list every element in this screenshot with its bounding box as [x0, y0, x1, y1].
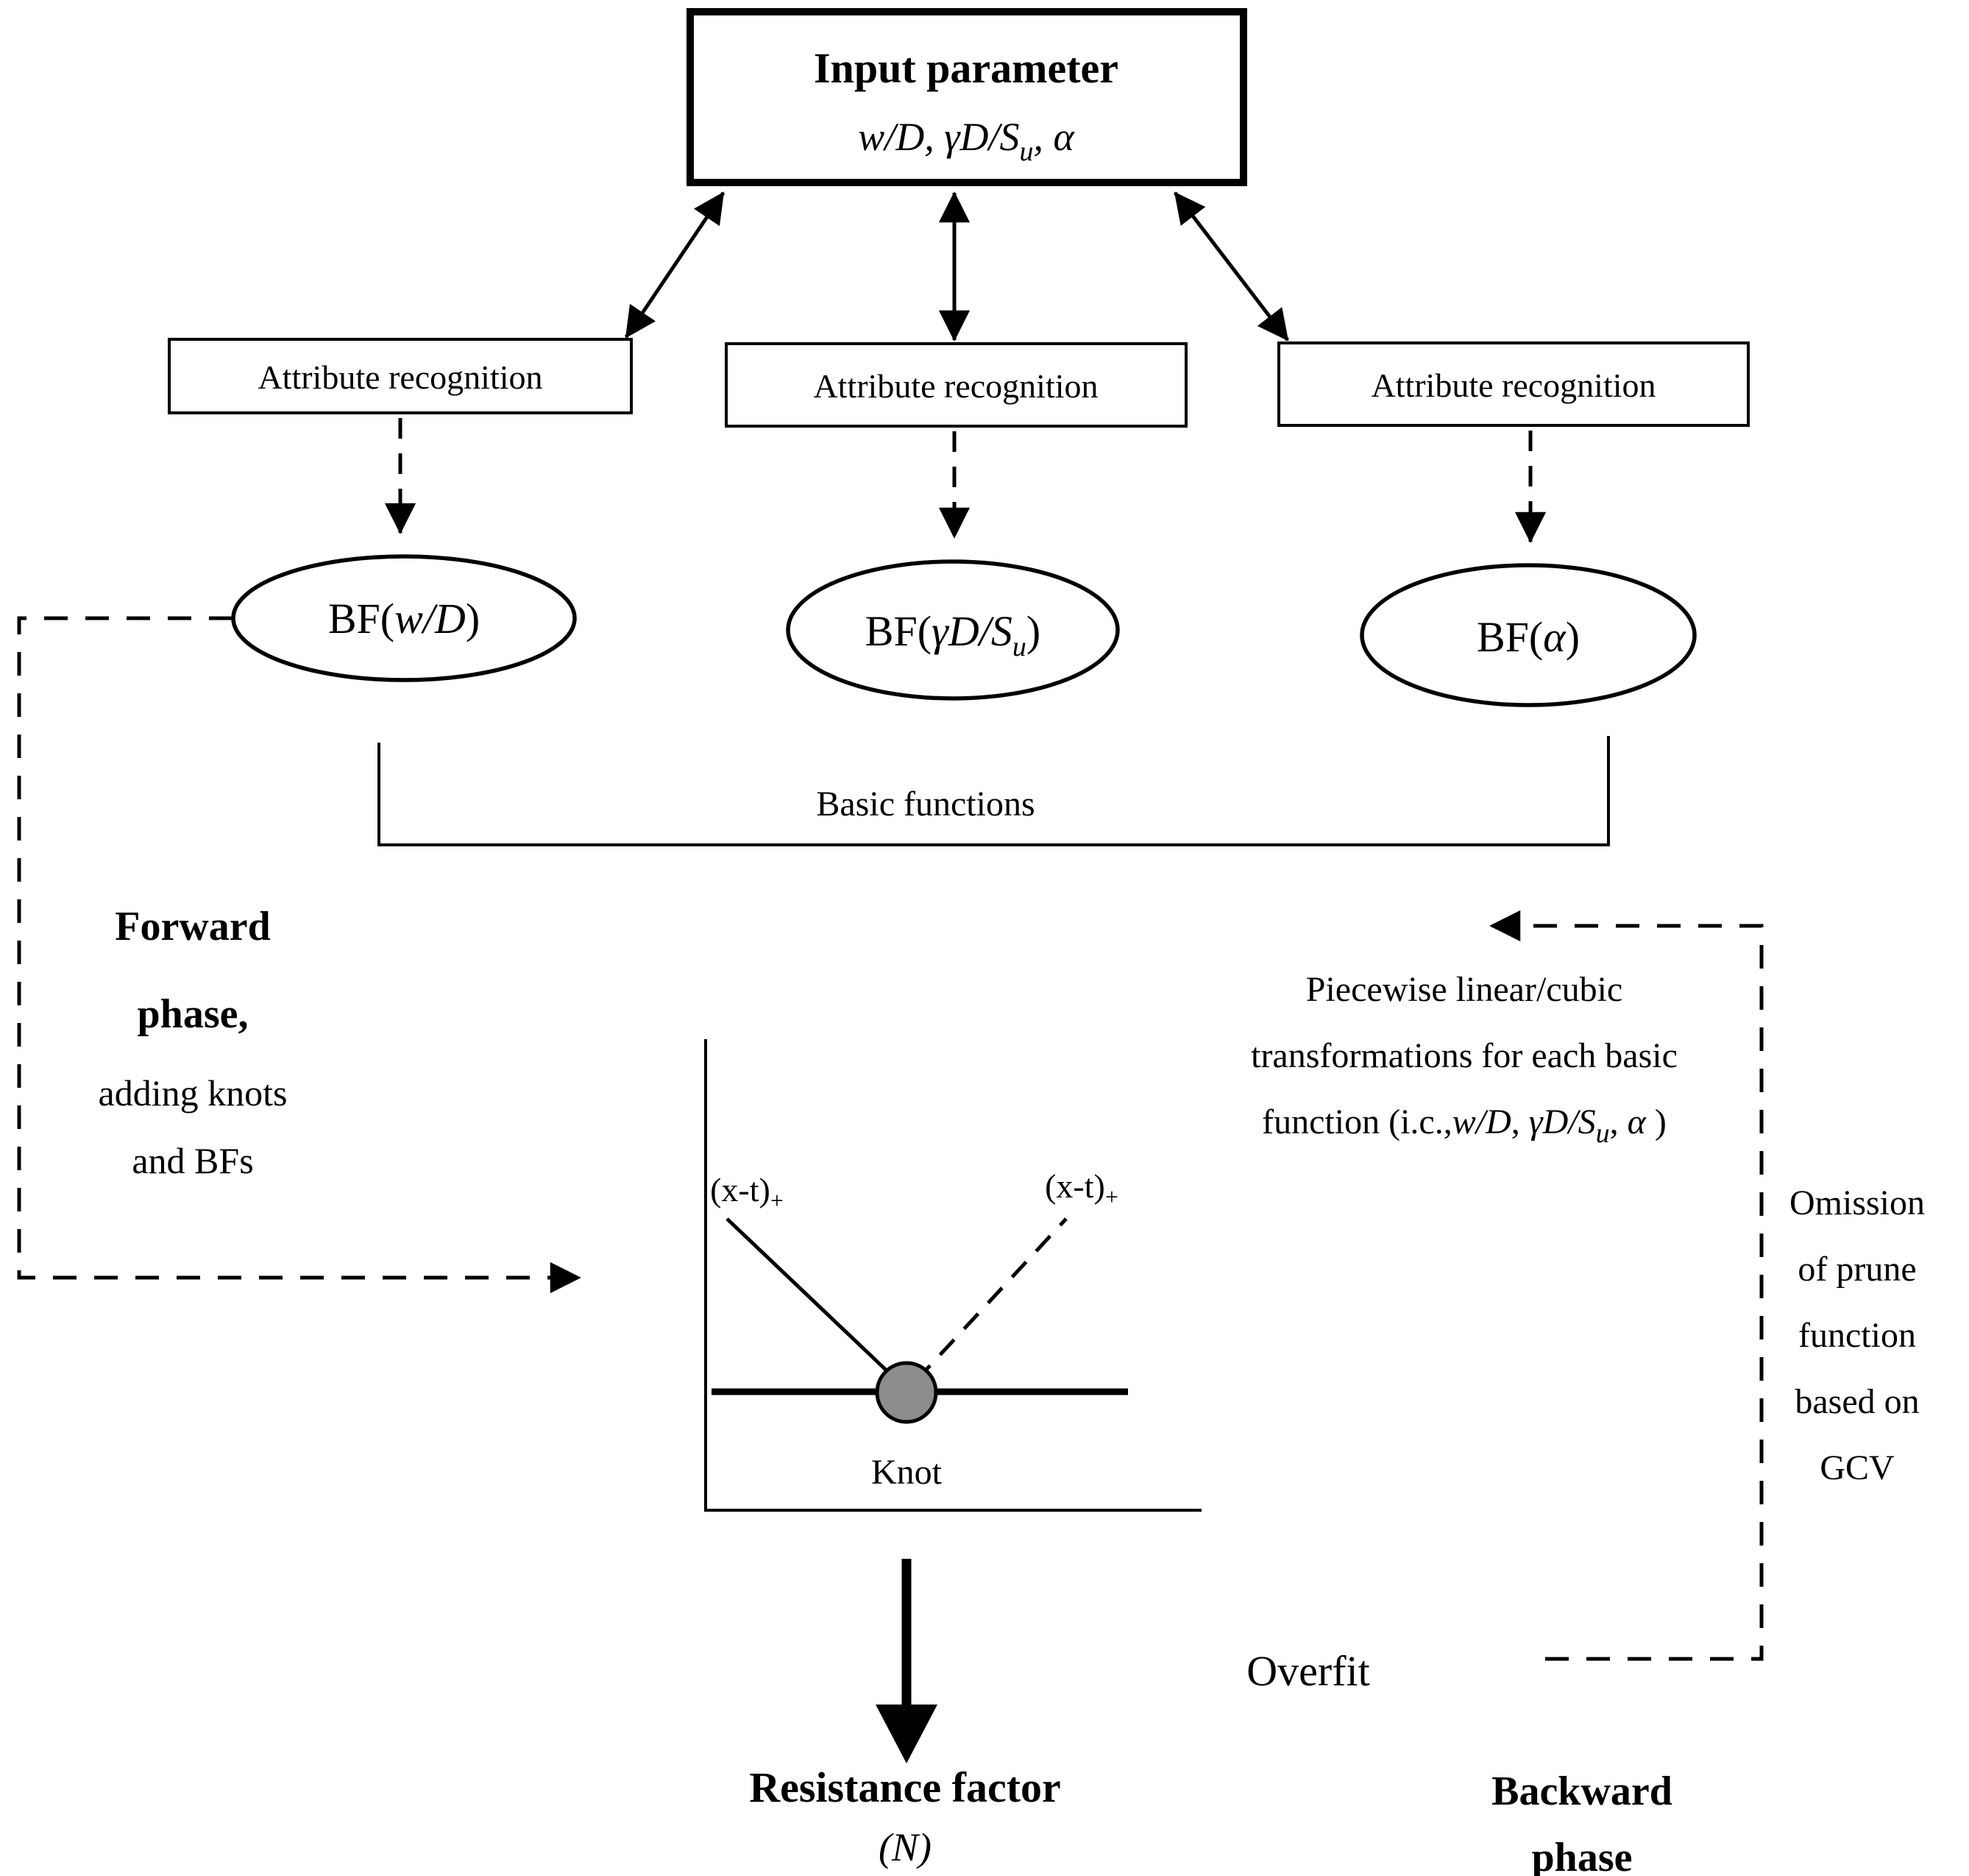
backward-phase-line1: Backward — [1491, 1769, 1672, 1814]
input-parameter-title: Input parameter — [814, 44, 1118, 92]
resistance-factor-symbol: (N) — [879, 1825, 932, 1869]
input-parameter-box — [687, 8, 1247, 186]
hinge-left-label: (x-t)+ — [710, 1171, 784, 1214]
attribute-recognition-label-left: Attribute recognition — [258, 358, 542, 396]
attribute-recognition-label-right: Attribute recognition — [1371, 367, 1656, 404]
bf-label-left: BF(w/D) — [328, 595, 480, 643]
gcv-note-line5: GCV — [1820, 1448, 1895, 1487]
forward-phase-line2: phase, — [138, 991, 249, 1037]
bf-ellipse-left — [231, 554, 577, 682]
gcv-note-line2: of prune — [1798, 1250, 1916, 1289]
forward-phase-line1: Forward — [115, 904, 271, 949]
backward-phase-line2: phase — [1532, 1835, 1633, 1876]
plot-hinge-dashed-segment — [915, 1217, 1068, 1382]
input-parameter-formula: w/D, γD/Su, α — [858, 115, 1075, 167]
overfit-label: Overfit — [1246, 1647, 1370, 1695]
basic-functions-label: Basic functions — [816, 785, 1035, 824]
attribute-recognition-label-middle: Attribute recognition — [813, 367, 1098, 405]
knot-point — [875, 1361, 938, 1424]
gcv-note-line1: Omission — [1789, 1183, 1925, 1222]
backward-phase-dashed-loop — [1489, 910, 1764, 1661]
piecewise-note-line2: transformations for each basic — [1251, 1036, 1678, 1075]
bf-ellipse-middle — [786, 559, 1120, 701]
resistance-factor-title: Resistance factor — [749, 1763, 1061, 1811]
bf-ellipse-right — [1360, 563, 1697, 707]
piecewise-note-line3: function (i.c.,w/D, γD/Su, α ) — [1262, 1102, 1667, 1149]
piecewise-note-line1: Piecewise linear/cubic — [1306, 970, 1622, 1009]
plot-axes — [704, 1039, 1202, 1512]
bf-label-right: BF(α) — [1477, 613, 1580, 661]
forward-phase-line3: adding knots — [99, 1072, 288, 1114]
attribute-recognition-box-right — [1277, 341, 1750, 427]
hinge-right-label: (x-t)+ — [1045, 1167, 1118, 1210]
gcv-note-line4: based on — [1795, 1382, 1919, 1421]
arrow-input-to-right-attribute — [1174, 191, 1289, 341]
arrow-input-to-left-attribute — [624, 191, 725, 339]
forward-phase-dashed-loop — [17, 616, 581, 1294]
gcv-note-line3: function — [1798, 1316, 1916, 1355]
basic-functions-bracket — [377, 736, 1610, 846]
plot-hinge-solid-segment — [725, 1217, 907, 1390]
attribute-recognition-box-middle — [725, 342, 1188, 428]
attribute-recognition-box-left — [168, 338, 633, 414]
forward-phase-line4: and BFs — [132, 1140, 253, 1181]
bf-label-middle: BF(γD/Su) — [865, 607, 1040, 662]
knot-label: Knot — [871, 1453, 943, 1492]
output-arrow-head — [876, 1705, 937, 1763]
